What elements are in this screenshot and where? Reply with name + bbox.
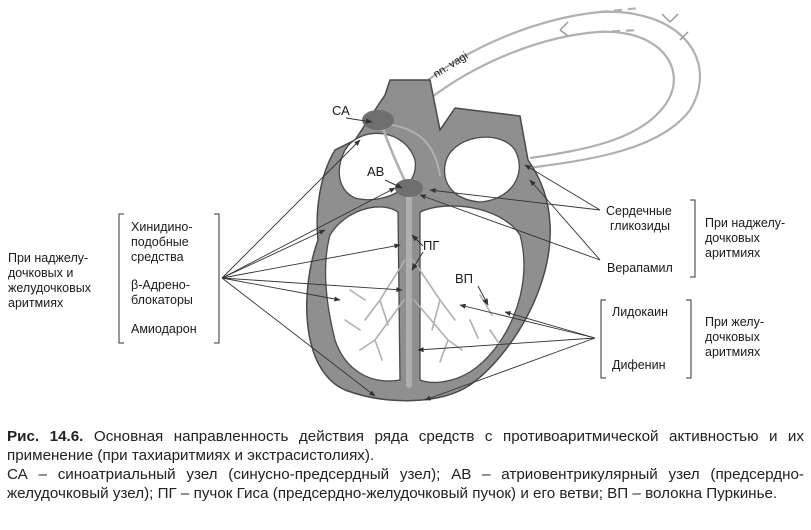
right-upper-drug-list: Сердечные гликозиды Верапамил (606, 204, 673, 275)
right-lower-bracket (686, 299, 692, 379)
svg-text:дочковых: дочковых (705, 330, 761, 344)
heart-diagram: СА АВ ПГ ВП nn. vagi При наджелу- дочков… (8, 6, 785, 402)
drug-lidocaine: Лидокаин (612, 305, 668, 319)
drug-phenytoin: Дифенин (612, 358, 666, 372)
svg-text:подобные: подобные (131, 235, 189, 249)
av-label: АВ (367, 164, 384, 179)
caption-title: Рис. 14.6. Основная направленность дейст… (7, 428, 804, 464)
drug-amiodarone: Амиодарон (131, 322, 197, 336)
svg-text:гликозиды: гликозиды (610, 219, 670, 233)
svg-text:При наджелу-: При наджелу- (8, 251, 88, 265)
left-arrows (221, 139, 403, 397)
svg-text:аритмиях: аритмиях (8, 296, 64, 310)
left-drug-list: Хинидино- подобные средства β-Адрено- бл… (131, 220, 197, 336)
left-indication-label: При наджелу- дочковых и желудочковых ари… (8, 251, 92, 310)
left-atrium-cavity (443, 136, 520, 203)
svg-text:дочковых: дочковых (705, 231, 761, 245)
left-right-bracket (214, 213, 220, 344)
svg-text:При наджелу-: При наджелу- (705, 216, 785, 230)
right-upper-arrows (419, 164, 601, 261)
svg-text:аритмиях: аритмиях (705, 345, 761, 359)
svg-text:аритмиях: аритмиях (705, 246, 761, 260)
right-lower-left-bracket (600, 299, 606, 379)
right-lower-drug-list: Лидокаин Дифенин (612, 305, 668, 372)
right-ventricle-cavity (324, 206, 401, 382)
av-node (395, 179, 423, 197)
drug-beta-blockers: β-Адрено- (131, 278, 190, 292)
right-upper-indication-label: При наджелу- дочковых аритмиях (705, 216, 785, 260)
figure-number: Рис. 14.6. (7, 428, 84, 445)
svg-text:блокаторы: блокаторы (131, 293, 193, 307)
vagus-ending-icon (559, 13, 689, 41)
right-upper-bracket (690, 199, 696, 278)
left-bracket (118, 213, 124, 344)
svg-text:желудочковых: желудочковых (8, 281, 92, 295)
svg-text:дочковых и: дочковых и (8, 266, 73, 280)
svg-text:средства: средства (131, 250, 184, 264)
pg-label: ПГ (423, 238, 439, 253)
drug-verapamil: Верапамил (607, 261, 673, 275)
heart-outline (306, 79, 551, 402)
right-lower-indication-label: При желу- дочковых аритмиях (705, 315, 764, 359)
sa-node (362, 110, 394, 130)
caption-legend: СА – синоатриальный узел (синусно-предсе… (7, 466, 804, 502)
svg-text:При желу-: При желу- (705, 315, 764, 329)
right-lower-arrows (417, 303, 596, 401)
label-pointers (345, 117, 489, 306)
drug-cardiac-glycosides: Сердечные (606, 204, 672, 218)
sa-label: СА (332, 103, 350, 118)
figure-caption: Рис. 14.6. Основная направленность дейст… (7, 427, 804, 503)
vp-label: ВП (455, 271, 473, 286)
drug-quinidine: Хинидино- (131, 220, 193, 234)
conduction-system (344, 118, 501, 388)
